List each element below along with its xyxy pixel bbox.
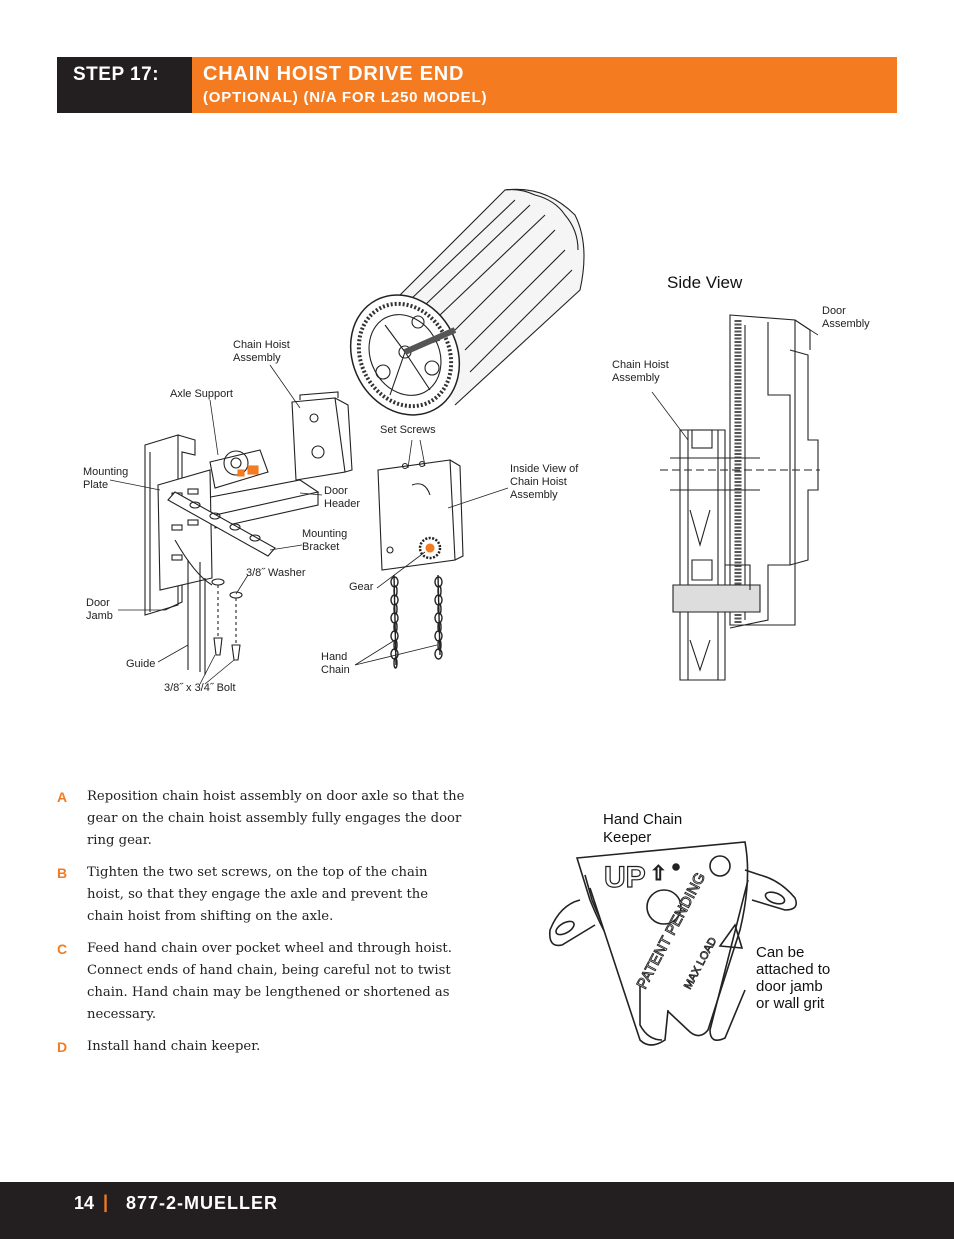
label-text: Chain Hoist Assembly	[233, 339, 290, 364]
step-item: D Install hand chain keeper.	[57, 1036, 467, 1058]
step-subtitle: (OPTIONAL) (N/A FOR L250 MODEL)	[203, 89, 488, 106]
step-letter: B	[57, 865, 68, 881]
inside-view-hoist-art	[377, 459, 464, 571]
chain-link	[393, 657, 398, 669]
door-ring-gear	[349, 294, 461, 416]
label-axle-support: Axle Support	[170, 388, 233, 400]
page-footer: 14 | 877-2-MUELLER	[0, 1182, 954, 1239]
label-gear: Gear	[349, 581, 374, 593]
label-door-assembly: Door Assembly	[822, 305, 870, 330]
chain-link	[437, 639, 442, 651]
instruction-steps: A Reposition chain hoist assembly on doo…	[57, 786, 467, 1068]
chain-link	[434, 630, 443, 642]
label-guide: Guide	[126, 658, 156, 670]
step-item: B Tighten the two set screws, on the top…	[57, 862, 467, 928]
footer-separator: |	[103, 1192, 109, 1212]
washers-and-bolts-art	[211, 578, 243, 661]
leader-lines	[109, 364, 509, 685]
side-view-title: Side View	[667, 273, 743, 292]
step-title-box: CHAIN HOIST DRIVE END (OPTIONAL) (N/A FO…	[192, 57, 897, 113]
step-letter: D	[57, 1039, 68, 1055]
chain-link	[437, 603, 442, 615]
chain-link	[393, 603, 398, 615]
step-letter: C	[57, 941, 68, 957]
mounting-bracket-art	[167, 491, 276, 586]
chain-link	[437, 585, 442, 597]
axle-support-art	[209, 449, 269, 489]
chain-link	[393, 639, 398, 651]
step-text: Reposition chain hoist assembly on door …	[87, 789, 465, 848]
chain-link	[437, 621, 442, 633]
label-mounting-bracket: Mounting Bracket	[302, 528, 348, 553]
step-title: CHAIN HOIST DRIVE END	[203, 63, 465, 85]
chain-link	[390, 648, 399, 660]
label-set-screws: Set Screws	[380, 424, 436, 436]
chain-hoist-assembly-art	[291, 391, 353, 481]
hand-chain-art	[390, 574, 443, 669]
page-number: 14	[74, 1193, 95, 1213]
up-arrow-icon: ⇧	[650, 863, 667, 885]
step-text: Feed hand chain over pocket wheel and th…	[87, 941, 452, 1022]
chain-link	[434, 648, 443, 660]
chain-link	[393, 621, 398, 633]
step-label-box: STEP 17:	[57, 57, 192, 113]
footer-phone: 877-2-MUELLER	[126, 1193, 279, 1213]
label-mounting-plate: Mounting Plate	[83, 466, 129, 491]
step-item: C Feed hand chain over pocket wheel and …	[57, 938, 467, 1026]
mounting-plate-art	[157, 469, 213, 591]
label-chain-hoist-assembly: Chain Hoist Assembly	[233, 339, 290, 365]
label-bolt: 3/8˝ x 3/4˝ Bolt	[164, 682, 236, 694]
keeper-title: Hand Chain Keeper	[603, 811, 683, 846]
keeper-up-text: UP	[604, 861, 646, 894]
chain-link	[390, 630, 399, 642]
label-hand-chain: Hand Chain	[321, 651, 350, 676]
step-letter: A	[57, 789, 68, 805]
label-door-header: Door Header	[324, 485, 361, 510]
chain-link	[393, 585, 398, 597]
label-inside-view: Inside View of Chain Hoist Assembly	[510, 463, 579, 501]
step-label: STEP 17:	[73, 64, 160, 85]
hand-chain-keeper-art	[548, 841, 798, 1046]
label-door-jamb: Door Jamb	[86, 597, 113, 622]
keeper-note: Can be attached to door jamb or wall gri…	[756, 944, 831, 1012]
step-text: Tighten the two set screws, on the top o…	[87, 865, 429, 924]
side-view-leaders	[651, 321, 819, 441]
label-washer: 3/8˝ Washer	[246, 567, 306, 579]
step-text: Install hand chain keeper.	[87, 1039, 261, 1054]
side-view-art	[660, 314, 820, 681]
label-side-chain-hoist-assembly: Chain Hoist Assembly	[612, 359, 669, 384]
step-item: A Reposition chain hoist assembly on doo…	[57, 786, 467, 852]
guide-art	[187, 560, 206, 675]
